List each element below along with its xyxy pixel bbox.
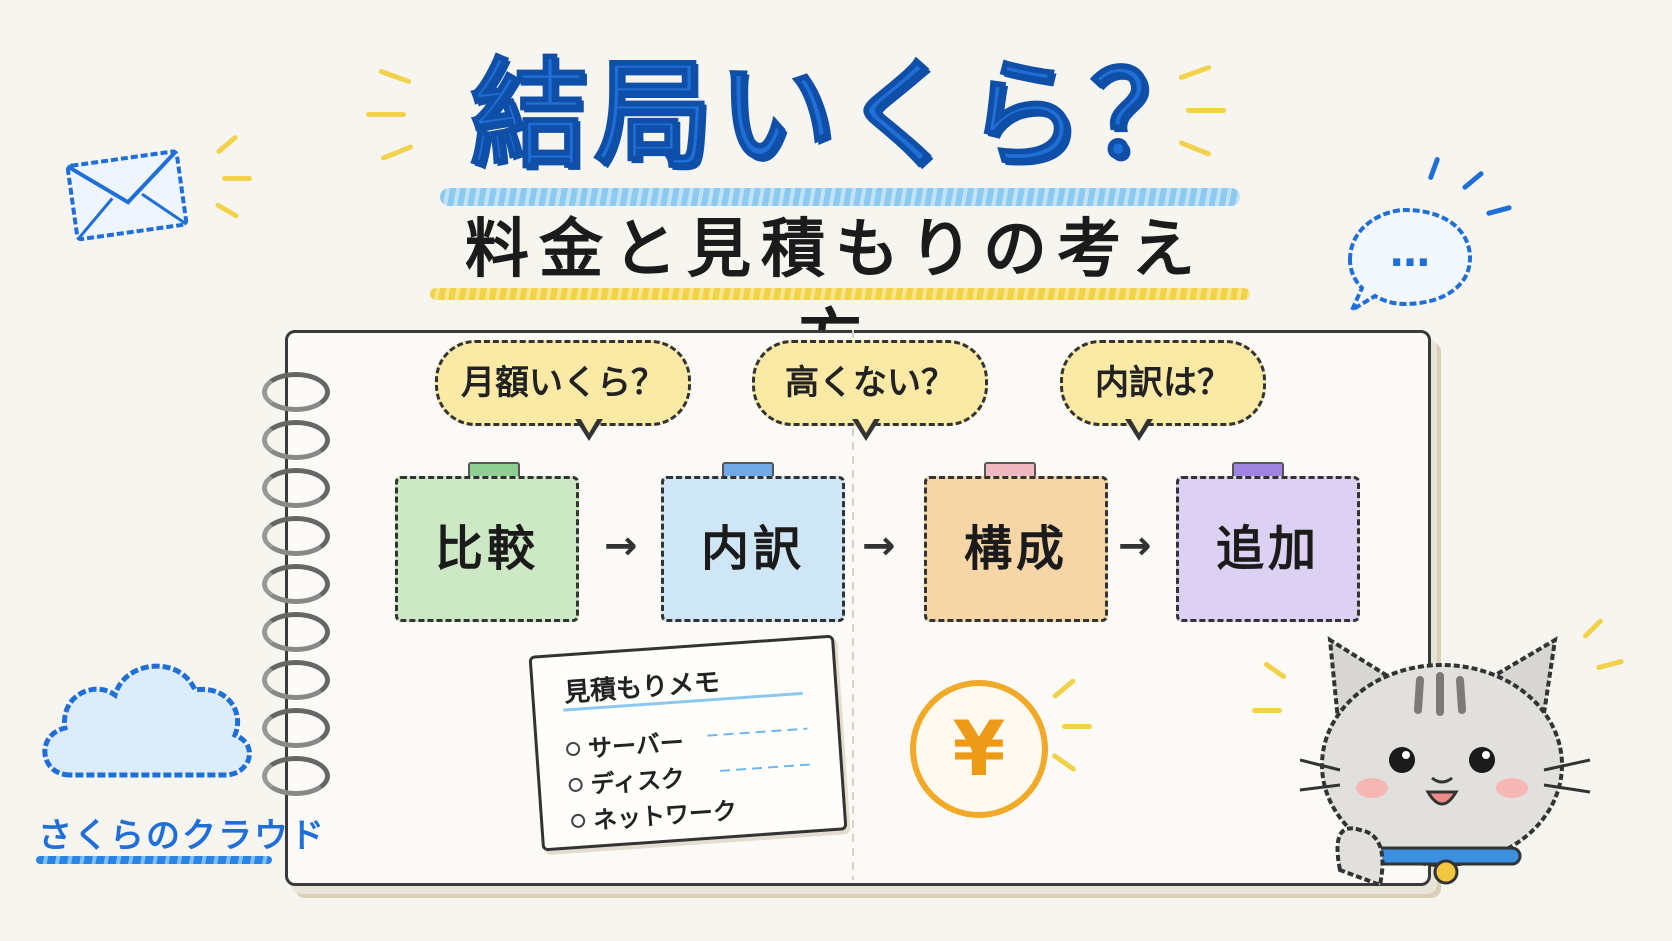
bubble-tail [852, 416, 880, 441]
step-note: 追加 [1176, 476, 1360, 622]
step-note: 内訳 [661, 476, 845, 622]
memo-dash [719, 763, 810, 772]
cat-illustration [1300, 636, 1591, 888]
bullet-icon [570, 813, 586, 829]
chat-bubble-icon: … [1347, 207, 1473, 316]
ring [262, 372, 330, 412]
ring [262, 564, 330, 604]
memo-dash [707, 727, 808, 737]
brand-underline [36, 856, 272, 864]
ring [262, 612, 330, 652]
page-title: 結局いくら？ [469, 45, 1215, 185]
notebook-spine [852, 330, 854, 880]
ring [262, 756, 330, 796]
yen-coin-icon: ¥ [910, 680, 1048, 818]
arrow-right-icon: → [1118, 523, 1152, 569]
title-underline [440, 188, 1240, 206]
ring [262, 660, 330, 700]
step-note: 構成 [924, 476, 1108, 622]
ring [262, 516, 330, 556]
ring [262, 468, 330, 508]
ring [262, 420, 330, 460]
arrow-right-icon: → [604, 523, 638, 569]
step-note: 比較 [395, 476, 579, 622]
arrow-right-icon: → [862, 523, 896, 569]
envelope-icon [65, 149, 189, 242]
memo-item: ディスク [589, 764, 686, 799]
page-subtitle: 料金と見積もりの考え方 [465, 213, 1205, 377]
brand-name: さくらのクラウド [38, 816, 326, 856]
bullet-icon [565, 741, 581, 757]
chat-bubble-text: … [1390, 230, 1430, 276]
speech-bubble: 月額いくら？ [435, 340, 691, 426]
memo-item: サーバー [587, 728, 685, 763]
subtitle-underline [430, 288, 1250, 300]
cloud-icon [42, 663, 252, 778]
bullet-icon [568, 777, 584, 793]
speech-bubble: 高くない？ [752, 340, 988, 426]
ring [262, 708, 330, 748]
estimate-memo-card: 見積もりメモ サーバー ディスク ネットワーク [528, 634, 848, 852]
bubble-tail [1125, 416, 1153, 441]
bubble-tail [575, 416, 603, 441]
speech-bubble: 内訳は？ [1060, 340, 1266, 426]
